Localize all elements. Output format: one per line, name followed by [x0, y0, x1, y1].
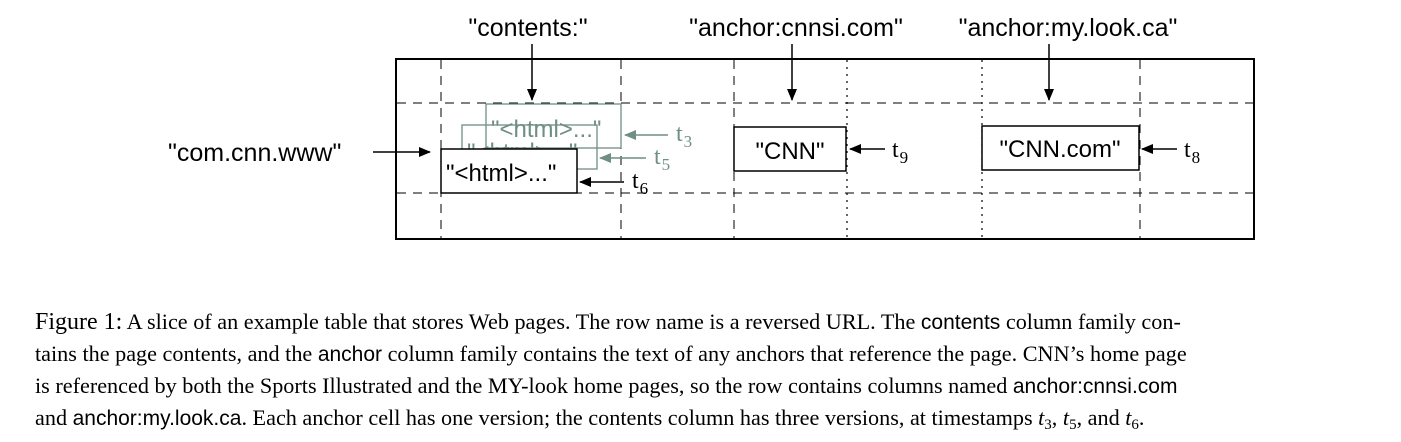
caption-text: tains the page contents, and the — [35, 341, 318, 366]
caption-text: , and — [1076, 405, 1126, 430]
figure-number: Figure 1: — [35, 309, 123, 335]
timestamp-label: t3 — [676, 121, 692, 151]
caption-text: . Each anchor cell has one version; the … — [241, 405, 1039, 430]
family-separators — [846, 60, 983, 238]
anchor-cnnsi-cell: "CNN" t9 — [733, 126, 908, 172]
caption-line-2: tains the page contents, and the anchor … — [35, 338, 1375, 370]
caption-text: . — [1138, 405, 1145, 430]
column-label-anchor-mylook: "anchor:my.look.ca" — [959, 14, 1178, 42]
term-anchor-mylook: anchor:my.look.ca — [72, 407, 242, 430]
caption-line-1: Figure 1: A slice of an example table th… — [35, 306, 1375, 338]
caption-line-4: and anchor:my.look.ca. Each anchor cell … — [35, 402, 1375, 434]
term-anchor: anchor — [317, 343, 383, 366]
cell-value: "<html>..." — [446, 160, 556, 187]
cell-value: "CNN" — [755, 138, 824, 165]
caption-text: , — [1051, 405, 1063, 430]
timestamp-label: t8 — [1184, 137, 1200, 167]
caption-text: A slice of an example table that stores … — [122, 309, 921, 334]
column-label-contents: "contents:" — [468, 14, 587, 42]
contents-version-t6: "<html>..." t6 — [440, 148, 648, 198]
row-label: "com.cnn.www" — [168, 139, 341, 167]
timestamp-label: t5 — [654, 144, 670, 174]
column-label-anchor-cnnsi: "anchor:cnnsi.com" — [689, 14, 903, 42]
math-t5: t5 — [1062, 405, 1077, 433]
caption-text: column family con- — [1000, 309, 1181, 334]
caption-text: is referenced by both the Sports Illustr… — [35, 373, 1013, 398]
table-frame — [395, 58, 1255, 240]
figure-caption: Figure 1: A slice of an example table th… — [35, 306, 1375, 434]
math-t6: t6 — [1125, 405, 1139, 433]
timestamp-label: t9 — [892, 137, 908, 167]
contents-version-t3: "<html>..." t3 — [485, 103, 692, 151]
cell-value: "CNN.com" — [999, 136, 1120, 163]
caption-line-3: is referenced by both the Sports Illustr… — [35, 370, 1375, 402]
term-anchor-cnnsi: anchor:cnnsi.com — [1012, 375, 1178, 398]
math-t3: t3 — [1038, 405, 1052, 433]
timestamp-label: t6 — [632, 168, 648, 198]
bigtable-diagram: "contents:" "anchor:cnnsi.com" "anchor:m… — [168, 14, 1255, 240]
caption-text: column family contains the text of any a… — [382, 341, 1187, 366]
cell-value: "<html>..." — [491, 116, 601, 143]
term-contents: contents — [920, 311, 1001, 334]
anchor-mylook-cell: "CNN.com" t8 — [981, 125, 1200, 171]
caption-text: and — [35, 405, 73, 430]
